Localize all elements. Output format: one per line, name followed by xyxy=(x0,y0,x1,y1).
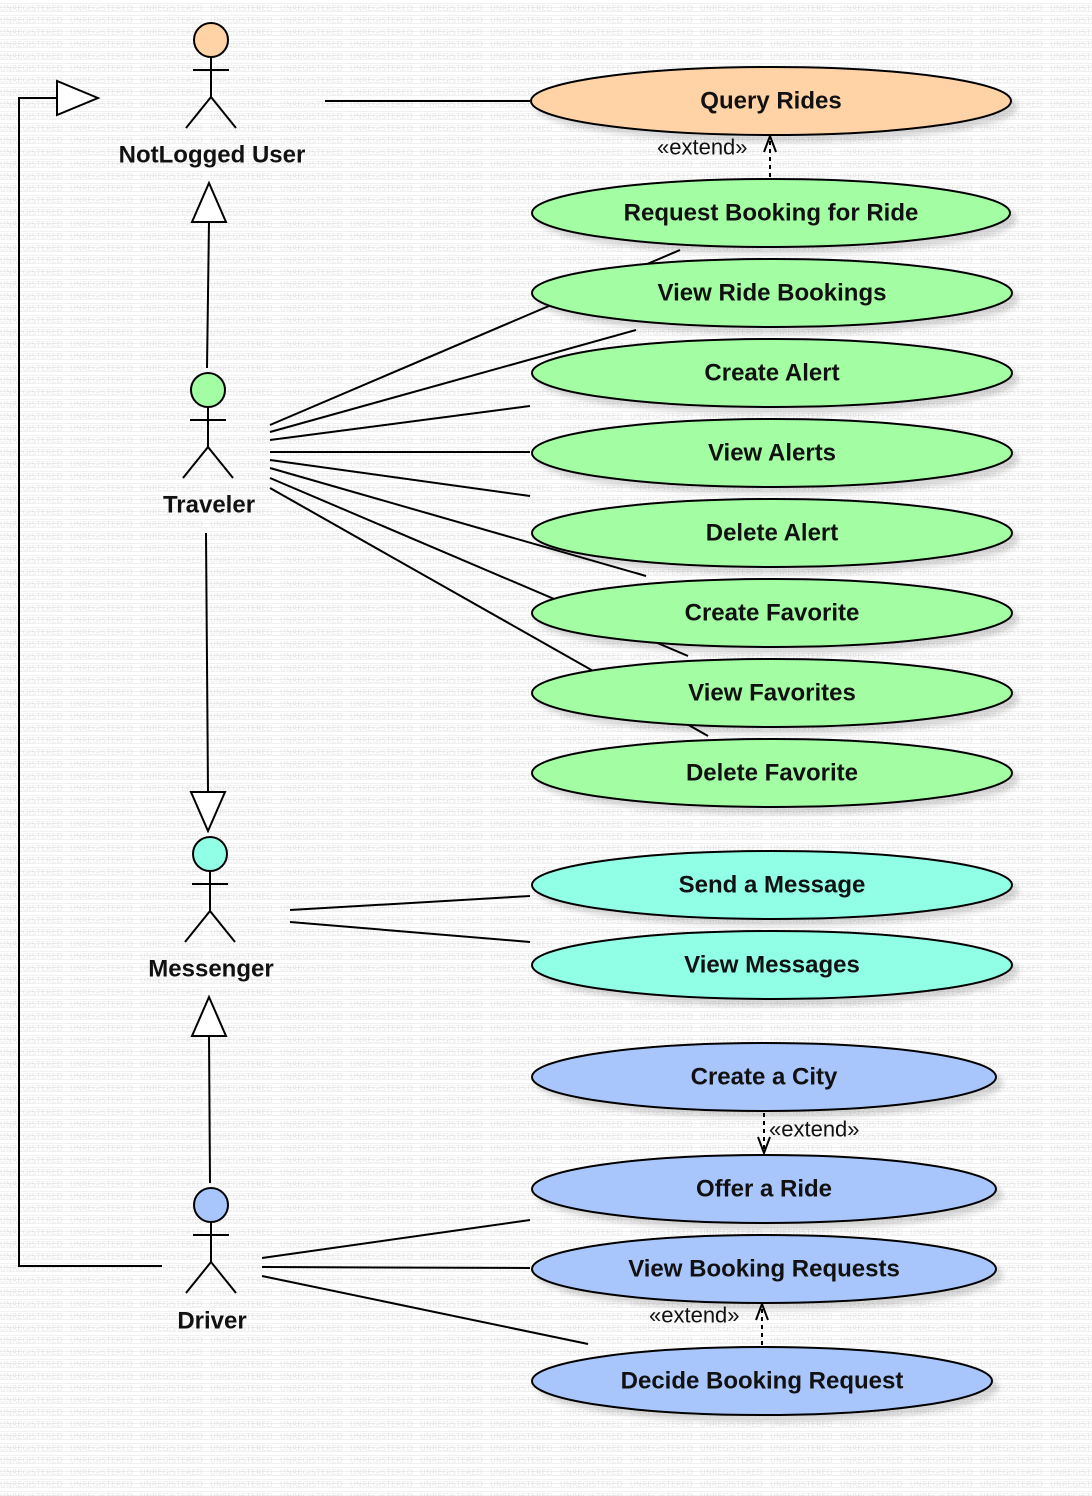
use-case-decide-booking-request[interactable]: Decide Booking Request xyxy=(531,1346,993,1416)
use-case-offer-ride[interactable]: Offer a Ride xyxy=(531,1154,997,1224)
actor-right-leg xyxy=(207,446,234,479)
extend-stereotype-label: «extend» xyxy=(649,1303,740,1328)
use-case-label: View Alerts xyxy=(708,440,836,467)
association-line-messenger-view-messages xyxy=(289,921,531,943)
use-case-label: Query Rides xyxy=(700,88,841,115)
use-case-delete-favorite[interactable]: Delete Favorite xyxy=(531,738,1013,808)
use-case-create-favorite[interactable]: Create Favorite xyxy=(531,578,1013,648)
actor-label: Driver xyxy=(177,1308,246,1335)
use-case-label: Create Favorite xyxy=(685,600,860,627)
association-line-messenger-send-message xyxy=(289,895,531,911)
use-case-label: Delete Favorite xyxy=(686,760,858,787)
use-case-ellipse[interactable] xyxy=(531,178,1011,248)
use-case-ellipse[interactable] xyxy=(531,1042,997,1112)
actor-messenger[interactable]: Messenger xyxy=(148,836,274,983)
extend-arrowhead xyxy=(755,1301,769,1321)
use-case-label: Create a City xyxy=(691,1064,838,1091)
extend-request-booking-to-query-rides xyxy=(763,133,777,177)
use-case-ellipse[interactable] xyxy=(531,1234,997,1304)
use-case-label: Decide Booking Request xyxy=(621,1368,904,1395)
generalization-traveler-to-notlogged xyxy=(190,180,228,369)
actor-head xyxy=(190,372,226,408)
use-case-ellipse[interactable] xyxy=(531,418,1013,488)
use-case-label: View Booking Requests xyxy=(628,1256,900,1283)
use-case-view-messages[interactable]: View Messages xyxy=(531,930,1013,1000)
association-line-traveler-delete-alert xyxy=(269,459,531,497)
generalization-driver-to-notlogged xyxy=(18,79,162,1267)
use-case-ellipse[interactable] xyxy=(530,66,1012,136)
use-case-label: Delete Alert xyxy=(706,520,839,547)
generalization-traveler-to-messenger xyxy=(189,532,227,834)
actor-head xyxy=(192,836,228,872)
use-case-label: Send a Message xyxy=(679,872,866,899)
use-case-view-booking-requests[interactable]: View Booking Requests xyxy=(531,1234,997,1304)
actor-label: Messenger xyxy=(148,956,273,983)
extend-decide-booking-request-to-view-booking-requests xyxy=(755,1301,769,1345)
generalization-line xyxy=(206,221,210,369)
association-line-driver-offer-ride xyxy=(261,1219,531,1259)
generalization-driver-to-messenger xyxy=(190,994,228,1184)
use-case-ellipse[interactable] xyxy=(531,738,1013,808)
actor-driver[interactable]: Driver xyxy=(177,1187,247,1335)
use-case-delete-alert[interactable]: Delete Alert xyxy=(531,498,1013,568)
use-case-view-ride-bookings[interactable]: View Ride Bookings xyxy=(531,258,1013,328)
use-case-send-message[interactable]: Send a Message xyxy=(531,850,1013,920)
association-line-driver-view-booking-requests xyxy=(261,1266,531,1269)
use-case-create-city[interactable]: Create a City xyxy=(531,1042,997,1112)
use-case-create-alert[interactable]: Create Alert xyxy=(531,338,1013,408)
use-case-ellipse[interactable] xyxy=(531,578,1013,648)
actor-label: NotLogged User xyxy=(119,142,306,169)
actor-right-leg xyxy=(210,1261,237,1294)
actor-left-leg xyxy=(182,446,209,479)
generalization-arrowhead xyxy=(190,180,228,223)
use-case-ellipse[interactable] xyxy=(531,498,1013,568)
use-case-ellipse[interactable] xyxy=(531,1346,993,1416)
generalization-line xyxy=(205,532,209,793)
label-layer: «extend» «extend» «extend» xyxy=(649,135,860,1328)
generalization-line xyxy=(18,97,162,1267)
extend-stereotype-label: «extend» xyxy=(657,135,748,160)
association-line-traveler-create-favorite xyxy=(269,467,647,577)
use-case-view-favorites[interactable]: View Favorites xyxy=(531,658,1013,728)
actor-left-leg xyxy=(185,1261,212,1294)
use-case-ellipse[interactable] xyxy=(531,850,1013,920)
generalization-arrowhead xyxy=(189,791,227,834)
use-case-ellipse[interactable] xyxy=(531,930,1013,1000)
generalization-arrowhead xyxy=(190,994,228,1037)
actor-left-leg xyxy=(185,96,212,129)
use-case-label: View Ride Bookings xyxy=(658,280,887,307)
use-case-label: View Favorites xyxy=(688,680,856,707)
actor-left-leg xyxy=(184,910,211,943)
association-line-traveler-view-ride-bookings xyxy=(269,329,637,433)
actor-label: Traveler xyxy=(163,492,255,519)
use-case-ellipse[interactable] xyxy=(531,338,1013,408)
use-case-label: Create Alert xyxy=(704,360,839,387)
extend-arrowhead xyxy=(763,133,777,153)
use-case-label: View Messages xyxy=(684,952,860,979)
actor-head xyxy=(193,22,229,58)
association-line-traveler-create-alert xyxy=(269,405,531,441)
association-line-driver-decide-booking-request xyxy=(261,1275,589,1345)
generalization-line xyxy=(208,1035,211,1184)
extend-arrowhead xyxy=(757,1136,771,1156)
use-case-view-alerts[interactable]: View Alerts xyxy=(531,418,1013,488)
use-case-label: Offer a Ride xyxy=(696,1176,832,1203)
actor-notlogged[interactable]: NotLogged User xyxy=(119,22,306,169)
actor-right-leg xyxy=(210,96,237,129)
use-case-request-booking[interactable]: Request Booking for Ride xyxy=(531,178,1011,248)
use-case-ellipse[interactable] xyxy=(531,658,1013,728)
use-case-ellipse[interactable] xyxy=(531,1154,997,1224)
actor-traveler[interactable]: Traveler xyxy=(163,372,255,519)
extend-create-city-to-offer-ride xyxy=(757,1113,771,1156)
actor-head xyxy=(193,1187,229,1223)
use-case-query-rides[interactable]: Query Rides xyxy=(530,66,1012,136)
generalization-arrowhead xyxy=(56,79,101,117)
actor-right-leg xyxy=(209,910,236,943)
use-case-ellipse[interactable] xyxy=(531,258,1013,328)
use-case-label: Request Booking for Ride xyxy=(624,200,919,227)
extend-stereotype-label: «extend» xyxy=(769,1117,860,1142)
